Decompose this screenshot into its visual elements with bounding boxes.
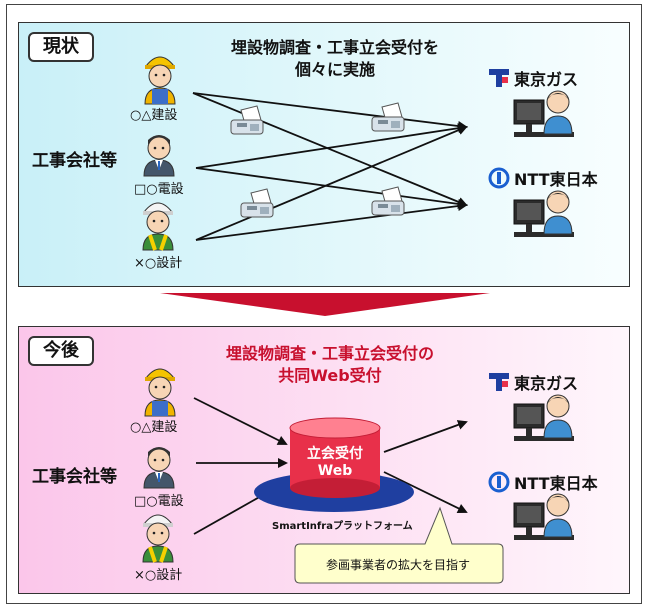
line-a-to-ntt [192,92,468,207]
callout-bubble [294,506,504,584]
ntt-east-logo-future: NTT東日本 [488,470,598,494]
tokyo-gas-logo: 東京ガス [488,66,578,90]
ntt-operator-icon [513,190,575,238]
line-c-to-gas [195,125,468,241]
current-tag: 現状 [28,32,94,62]
tokyo-gas-mark-icon [489,69,509,87]
designer-worker-icon [141,513,175,564]
construction-worker-icon [144,56,176,105]
current-company-1: ○△建設 [130,108,178,123]
ntt-mark-icon [488,471,510,493]
ntt-mark-icon [488,167,510,189]
current-company-3: ×○設計 [134,256,183,271]
tokyo-gas-logo-future: 東京ガス [488,370,578,394]
future-title-line1: 埋設物調査・工事立会受付の [225,344,434,363]
ntt-east-name: NTT東日本 [514,170,598,189]
current-state-panel [18,22,630,287]
current-title-line2: 個々に実施 [294,60,375,79]
current-title-line1: 埋設物調査・工事立会受付を [230,38,439,57]
future-company-2: □○電設 [134,494,184,509]
db-label-line2: Web [317,463,353,479]
gas-operator-icon [513,90,575,138]
future-company-1: ○△建設 [130,420,178,435]
ntt-east-logo: NTT東日本 [488,166,598,190]
platform-label: SmartInfraプラットフォーム [272,521,413,532]
fax-icon [240,188,274,218]
current-company-2: □○電設 [134,182,184,197]
fax-icon [371,186,405,216]
fax-icon [371,102,405,132]
future-title-line2: 共同Web受付 [278,366,382,385]
electrician-worker-icon [143,134,175,177]
tokyo-gas-name-future: 東京ガス [514,374,579,393]
line-a-to-web [193,397,288,445]
db-label-line1: 立会受付 [307,446,363,462]
web-database [254,417,414,512]
designer-worker-icon [141,201,175,252]
line-web-to-ntt [383,471,468,513]
ntt-east-name-future: NTT東日本 [514,474,598,493]
construction-worker-icon [144,368,176,417]
tokyo-gas-mark-icon [489,373,509,391]
electrician-worker-icon [143,446,175,489]
future-tag: 今後 [28,336,94,366]
future-group-label: 工事会社等 [32,467,117,487]
callout-text: 参画事業者の拡大を目指す [325,558,470,572]
future-company-3: ×○設計 [134,568,183,583]
ntt-operator-icon [513,493,575,541]
transition-arrow [160,293,490,316]
current-group-label: 工事会社等 [32,151,117,171]
line-c-to-ntt [195,201,468,241]
gas-operator-icon [513,394,575,442]
line-a-to-gas [192,92,468,131]
line-web-to-gas [383,420,468,453]
current-connections [192,92,468,241]
line-b-to-ntt [195,167,468,209]
line-b-to-gas [195,123,468,169]
tokyo-gas-name: 東京ガス [514,70,579,89]
